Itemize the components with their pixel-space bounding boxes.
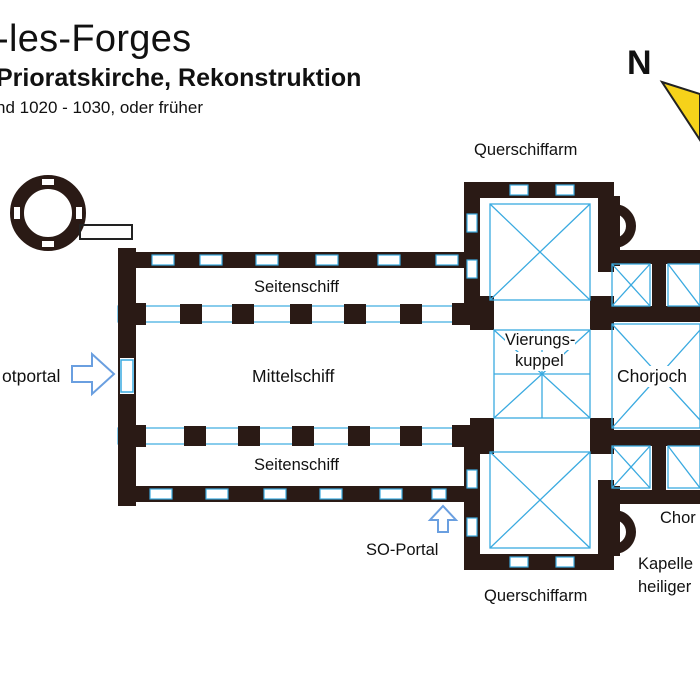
- label-transept-south: Querschiffarm: [484, 587, 588, 605]
- label-crossing-1: Vierungs-: [505, 331, 576, 350]
- label-crossing-2: kuppel: [515, 352, 564, 371]
- transept: [464, 182, 636, 570]
- main-portal-arrow-icon: [71, 351, 116, 397]
- label-aisle-north: Seitenschiff: [254, 278, 339, 296]
- tower: [10, 175, 133, 251]
- north-label: N: [627, 44, 652, 82]
- choir: [600, 250, 700, 504]
- south-arcade: [117, 425, 482, 447]
- north-arcade: [117, 303, 482, 325]
- north-wall-windows: [151, 254, 459, 266]
- page-title: -les-Forges: [0, 18, 192, 60]
- compass-arrow-icon: [659, 80, 700, 142]
- page-subtitle: Prioratskirche, Rekonstruktion: [0, 64, 362, 92]
- label-transept-north: Querschiffarm: [474, 141, 578, 159]
- label-nave: Mittelschiff: [252, 366, 335, 386]
- label-chapel-1: Kapelle: [638, 555, 694, 573]
- label-choir-side: Chor: [660, 509, 696, 527]
- label-se-portal: SO-Portal: [366, 541, 439, 559]
- south-wall-windows: [149, 488, 447, 500]
- label-chapel-2: heiliger: [638, 578, 692, 596]
- label-choir: Chorjoch: [617, 366, 688, 387]
- label-aisle-south: Seitenschiff: [254, 456, 339, 474]
- label-main-portal: otportal: [2, 366, 61, 386]
- date-caption: nd 1020 - 1030, oder früher: [0, 98, 203, 117]
- se-portal-arrow-icon: [427, 504, 459, 533]
